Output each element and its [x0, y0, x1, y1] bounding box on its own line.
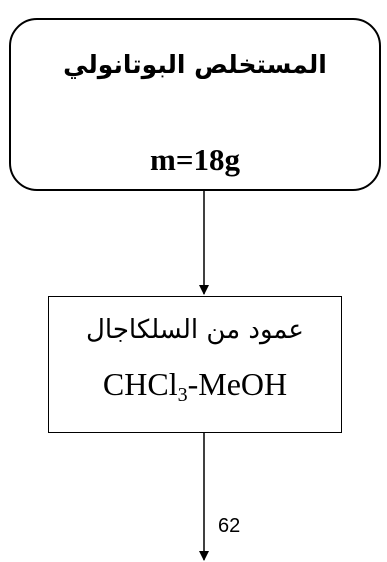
extract-node-title: المستخلص البوتانولي [63, 50, 327, 79]
formula-subscript: 3 [177, 384, 188, 406]
column-node-title: عمود من السلكاجال [86, 315, 304, 345]
extract-node-mass: m=18g [150, 142, 240, 177]
column-node: عمود من السلكاجال CHCl3-MeOH [48, 296, 342, 433]
formula-prefix: CHCl [102, 366, 178, 402]
fraction-count-label: 62 [218, 515, 241, 537]
column-node-formula: CHCl3-MeOH [49, 366, 341, 406]
formula-suffix: -MeOH [187, 366, 288, 402]
extract-node: المستخلص البوتانولي m=18g [9, 18, 381, 191]
